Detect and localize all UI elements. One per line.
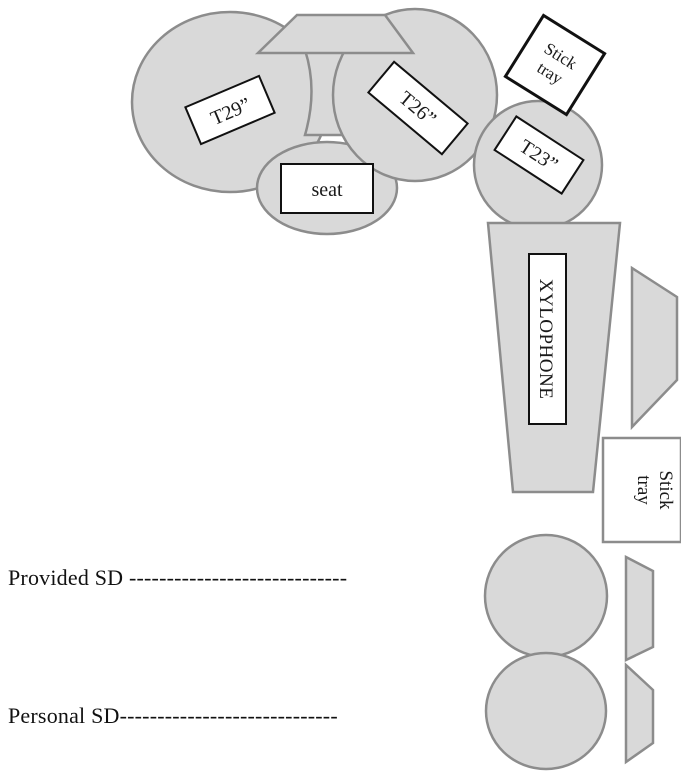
seat-box: [280, 163, 374, 214]
provided-sd-drum: [483, 533, 609, 659]
side-stand-upper: [630, 265, 679, 431]
side-stand-personal: [624, 662, 655, 765]
personal-sd-drum: [484, 651, 608, 771]
provided-sd-label: Provided SD ----------------------------…: [8, 565, 348, 590]
side-stand-provided: [624, 554, 655, 662]
t23-box: [493, 115, 585, 195]
personal-sd-label: Personal SD-----------------------------: [8, 703, 338, 728]
stick-tray-side-line2: tray: [633, 475, 654, 505]
t26-box: [366, 60, 470, 156]
top-stand: [254, 13, 416, 55]
seat-label: seat: [311, 179, 343, 201]
stick-tray-side: [601, 436, 681, 544]
t29-box: [184, 74, 276, 146]
xylophone-label: XYLOPHONE: [535, 279, 556, 400]
stick-tray-side-line1: Stick: [655, 470, 676, 510]
stick-tray-top: [503, 13, 607, 117]
xylophone-label-box: [528, 253, 567, 425]
